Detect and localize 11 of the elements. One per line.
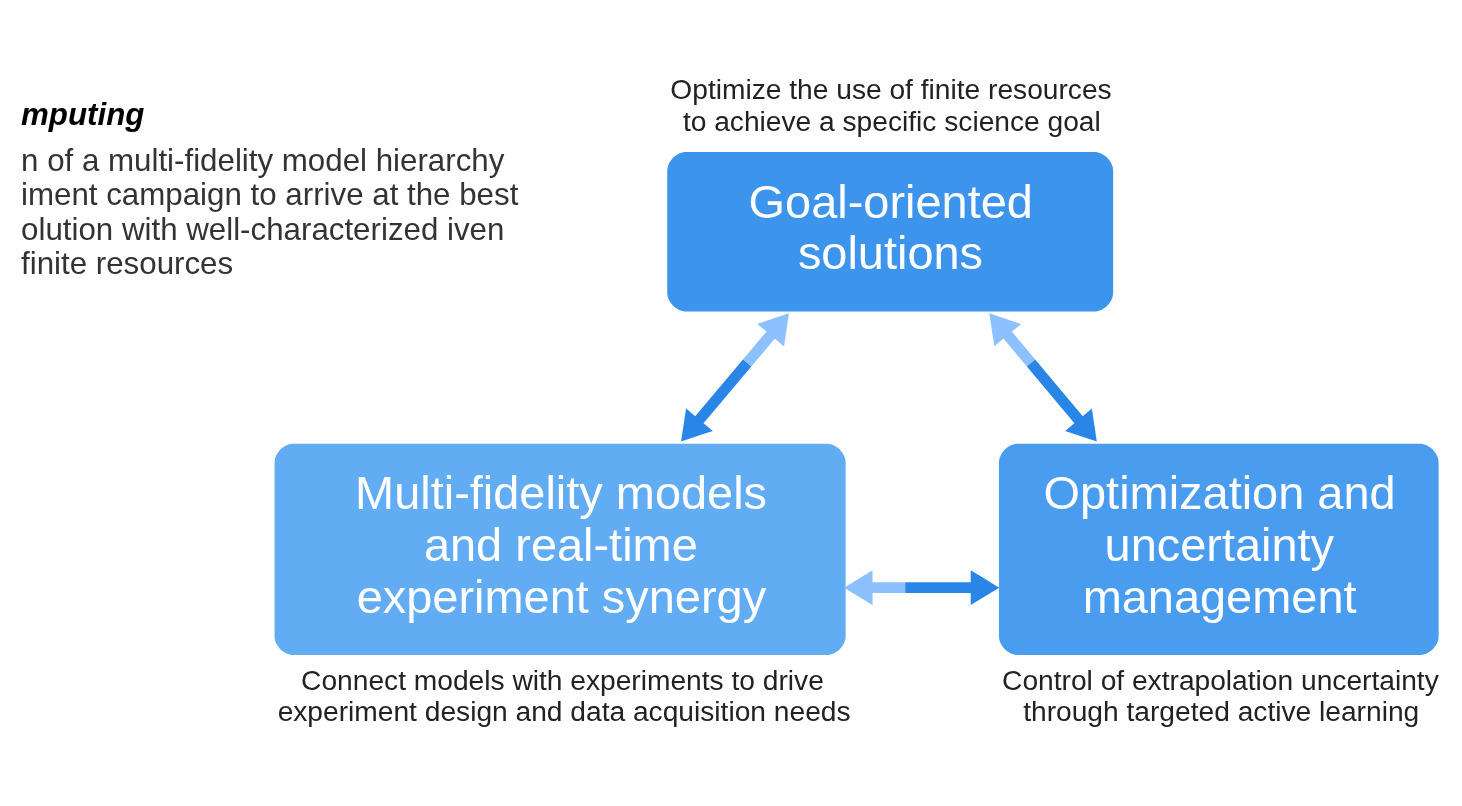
node-label: Optimize the use of finite resources to achieve a specific science goal <box>670 74 1112 137</box>
node-label: Connect models with experiments to drive experiment design and data acquisition needs <box>277 664 851 728</box>
node-label: Control of extrapolation uncertainty through targeted active learning <box>1002 664 1439 728</box>
arrow <box>681 313 789 442</box>
label: mputing <box>21 97 145 133</box>
label: n of a multi-fidelity model hierarchy iment campaign to arrive at the best olution with well-characterized iven finite resources <box>21 142 519 281</box>
node-box: Goal-oriented solutions <box>667 151 1114 312</box>
arrow <box>844 570 1000 606</box>
node-box: Optimization and uncertainty management <box>998 443 1439 655</box>
node-box: Multi-fidelity models and real-time experiment synergy <box>274 443 846 655</box>
arrow <box>989 313 1097 442</box>
